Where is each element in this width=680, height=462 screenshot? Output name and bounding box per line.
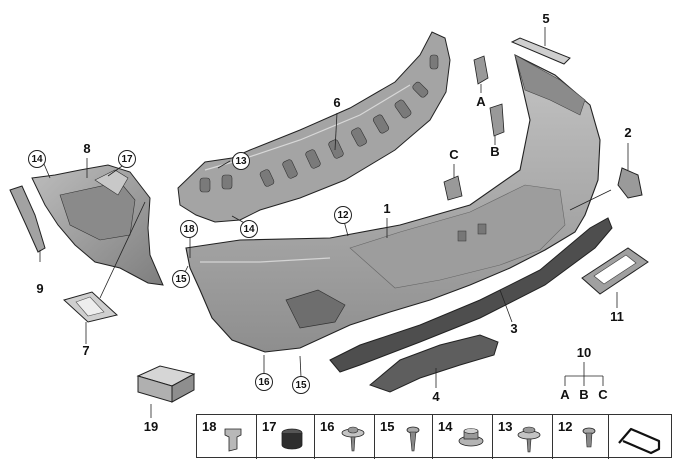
rubber-buffer-icon [281,428,303,450]
circled-callout-17: 17 [118,150,136,168]
bumper-cover-part-1 [185,53,601,353]
callout-C: C [449,147,459,162]
callout-5: 5 [542,11,550,26]
bracket-A [473,55,489,85]
cap-part-2 [617,167,643,199]
callout-11: 11 [610,309,624,324]
flange-nut-icon [458,428,484,447]
callout-9: 9 [36,281,44,296]
callout-7: 7 [82,343,90,358]
callout-2: 2 [624,125,632,140]
callout-10: 10 [576,345,592,360]
hardware-cell-missing-part [609,415,671,459]
callout-A: A [476,94,486,109]
bracket-C [443,175,463,201]
reflector-part-7 [63,291,119,323]
hardware-cell-15: 15 [375,415,433,459]
strip-part-9 [9,185,46,253]
callout-19: 19 [143,419,159,434]
hardware-cell-17: 17 [257,415,315,459]
hardware-number: 12 [558,419,573,434]
circled-callout-13: 13 [232,152,250,170]
circled-callout-16: 16 [255,373,273,391]
callout-8: 8 [83,141,91,156]
missing-part-bracket-icon [618,427,661,455]
hardware-cell-16: 16 [315,415,375,459]
circled-callout-14-lower: 14 [240,220,258,238]
plastic-clip-icon [224,428,242,452]
callout-4: 4 [432,389,440,404]
short-screw-icon [582,427,596,448]
strip-part-5 [510,37,571,65]
hardware-number: 15 [380,419,395,434]
washer-screw-icon [341,426,365,452]
circled-callout-18: 18 [180,220,198,238]
callout-C-group: C [598,387,608,402]
hardware-cell-12: 12 [553,415,609,459]
leader-lines [39,27,629,418]
hardware-number: 13 [498,419,513,434]
circled-callout-15-lower: 15 [292,376,310,394]
callout-B: B [490,144,500,159]
bracket-part-8 [31,164,164,286]
hardware-cell-18: 18 [197,415,257,459]
hardware-number: 16 [320,419,335,434]
washer-screw-icon [517,426,541,453]
diffuser-part-4 [369,334,499,393]
trim-part-3 [329,217,613,373]
hardware-cell-14: 14 [433,415,493,459]
frame-part-11 [581,247,649,295]
callout-6: 6 [333,95,341,110]
hardware-number: 14 [438,419,453,434]
hardware-strip: 18 17 16 15 14 13 [196,414,672,459]
hardware-number: 18 [202,419,217,434]
hardware-cell-13: 13 [493,415,553,459]
box-part-19 [136,365,196,403]
carrier-part-6 [177,31,451,223]
screw-icon [406,426,420,452]
circled-callout-15: 15 [172,270,190,288]
hardware-number: 17 [262,419,277,434]
circled-callout-14: 14 [28,150,46,168]
callout-1: 1 [383,201,391,216]
circled-callout-12: 12 [334,206,352,224]
callout-3: 3 [510,321,518,336]
bracket-B [489,103,505,137]
callout-B-group: B [579,387,589,402]
callout-A-group: A [560,387,570,402]
